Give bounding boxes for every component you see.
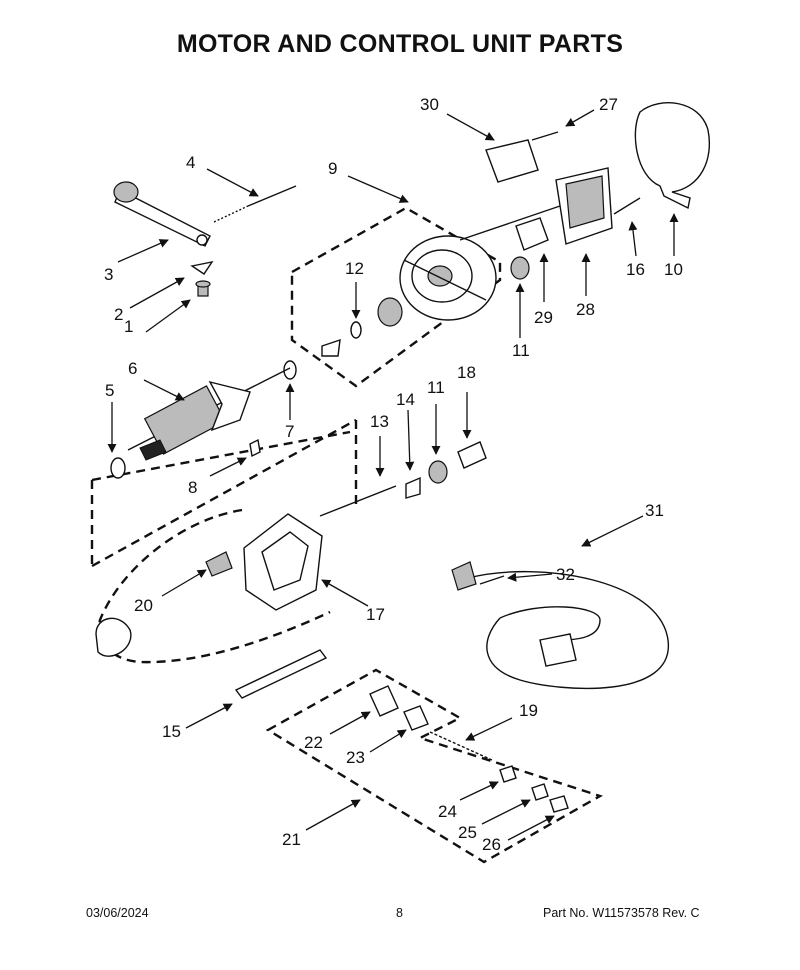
part-2-clip — [190, 260, 214, 275]
footer-date: 03/06/2024 — [86, 906, 149, 920]
callout-22: 22 — [304, 733, 323, 752]
part-20-spring — [205, 551, 233, 577]
part-retaining-ring — [321, 338, 341, 357]
part-23-coupler — [403, 705, 429, 731]
callout-5: 5 — [105, 381, 114, 400]
callout-4: 4 — [186, 153, 195, 172]
callout-18: 18 — [457, 363, 476, 382]
callout-31: 31 — [645, 501, 664, 520]
callout-30: 30 — [420, 95, 439, 114]
part-11-bushing-top — [510, 256, 530, 280]
part-14-washer — [405, 476, 421, 499]
part-17-stator — [243, 513, 323, 611]
page-title: MOTOR AND CONTROL UNIT PARTS — [176, 30, 624, 58]
part-10-gasket — [634, 102, 710, 210]
part-5-washer — [110, 457, 126, 479]
callout-10: 10 — [664, 260, 683, 279]
part-6-armature — [127, 367, 291, 461]
leader-arrows — [107, 109, 679, 841]
motor-housing-outline — [90, 418, 358, 568]
callout-15: 15 — [162, 722, 181, 741]
callout-27: 27 — [599, 95, 618, 114]
part-bearing — [377, 297, 403, 327]
part-4-spring — [213, 185, 297, 223]
callout-6: 6 — [128, 359, 137, 378]
part-3-lever — [113, 181, 211, 247]
part-24-bushing — [499, 765, 517, 783]
housing-front — [95, 617, 132, 657]
callout-21: 21 — [282, 830, 301, 849]
footer-page-number: 8 — [396, 906, 403, 920]
callout-25: 25 — [458, 823, 477, 842]
callout-12: 12 — [345, 259, 364, 278]
callout-13: 13 — [370, 412, 389, 431]
part-15-bar — [234, 649, 328, 699]
callout-7: 7 — [285, 422, 294, 441]
callout-9: 9 — [328, 159, 337, 178]
group-9-outline — [290, 206, 502, 388]
part-7-washer — [283, 360, 297, 380]
part-1-screw — [195, 280, 211, 297]
part-19-shaft — [429, 731, 493, 761]
part-29-sensor — [515, 217, 549, 251]
callout-29: 29 — [534, 308, 553, 327]
callout-16: 16 — [626, 260, 645, 279]
part-27-screw — [531, 131, 559, 141]
housing-curve — [97, 508, 331, 664]
part-22-sleeve — [369, 685, 399, 717]
part-16-screw — [613, 197, 641, 215]
callout-17: 17 — [366, 605, 385, 624]
part-13-shaft — [319, 485, 397, 517]
part-12-washer — [350, 321, 362, 339]
part-18-sleeve — [457, 441, 487, 469]
callout-11b: 11 — [427, 378, 445, 397]
callout-1: 1 — [124, 317, 133, 336]
callout-3: 3 — [104, 265, 113, 284]
part-32-screw — [479, 575, 505, 585]
part-9-end-shield — [399, 235, 497, 321]
callout-20: 20 — [134, 596, 153, 615]
callout-numbers: 1 2 3 4 5 6 7 8 9 10 11 11 12 13 14 15 1… — [104, 95, 683, 854]
part-28-control-board — [555, 167, 613, 245]
part-8-brush — [249, 438, 261, 458]
callout-19: 19 — [519, 701, 538, 720]
part-30-bracket — [485, 139, 539, 183]
group-21-outline — [265, 668, 603, 864]
callout-11a: 11 — [512, 341, 530, 360]
part-31-power-cord — [451, 561, 669, 690]
part-11-bushing — [428, 460, 448, 484]
footer-part-number: Part No. W11573578 Rev. C — [543, 906, 700, 920]
callout-23: 23 — [346, 748, 365, 767]
part-25-nut — [531, 783, 549, 801]
callout-8: 8 — [188, 478, 197, 497]
control-shaft-line — [459, 205, 561, 241]
callout-2: 2 — [114, 305, 123, 324]
part-26-cap — [549, 795, 569, 813]
callout-28: 28 — [576, 300, 595, 319]
callout-32: 32 — [556, 565, 575, 584]
callout-14: 14 — [396, 390, 415, 409]
callout-24: 24 — [438, 802, 457, 821]
callout-26: 26 — [482, 835, 501, 854]
